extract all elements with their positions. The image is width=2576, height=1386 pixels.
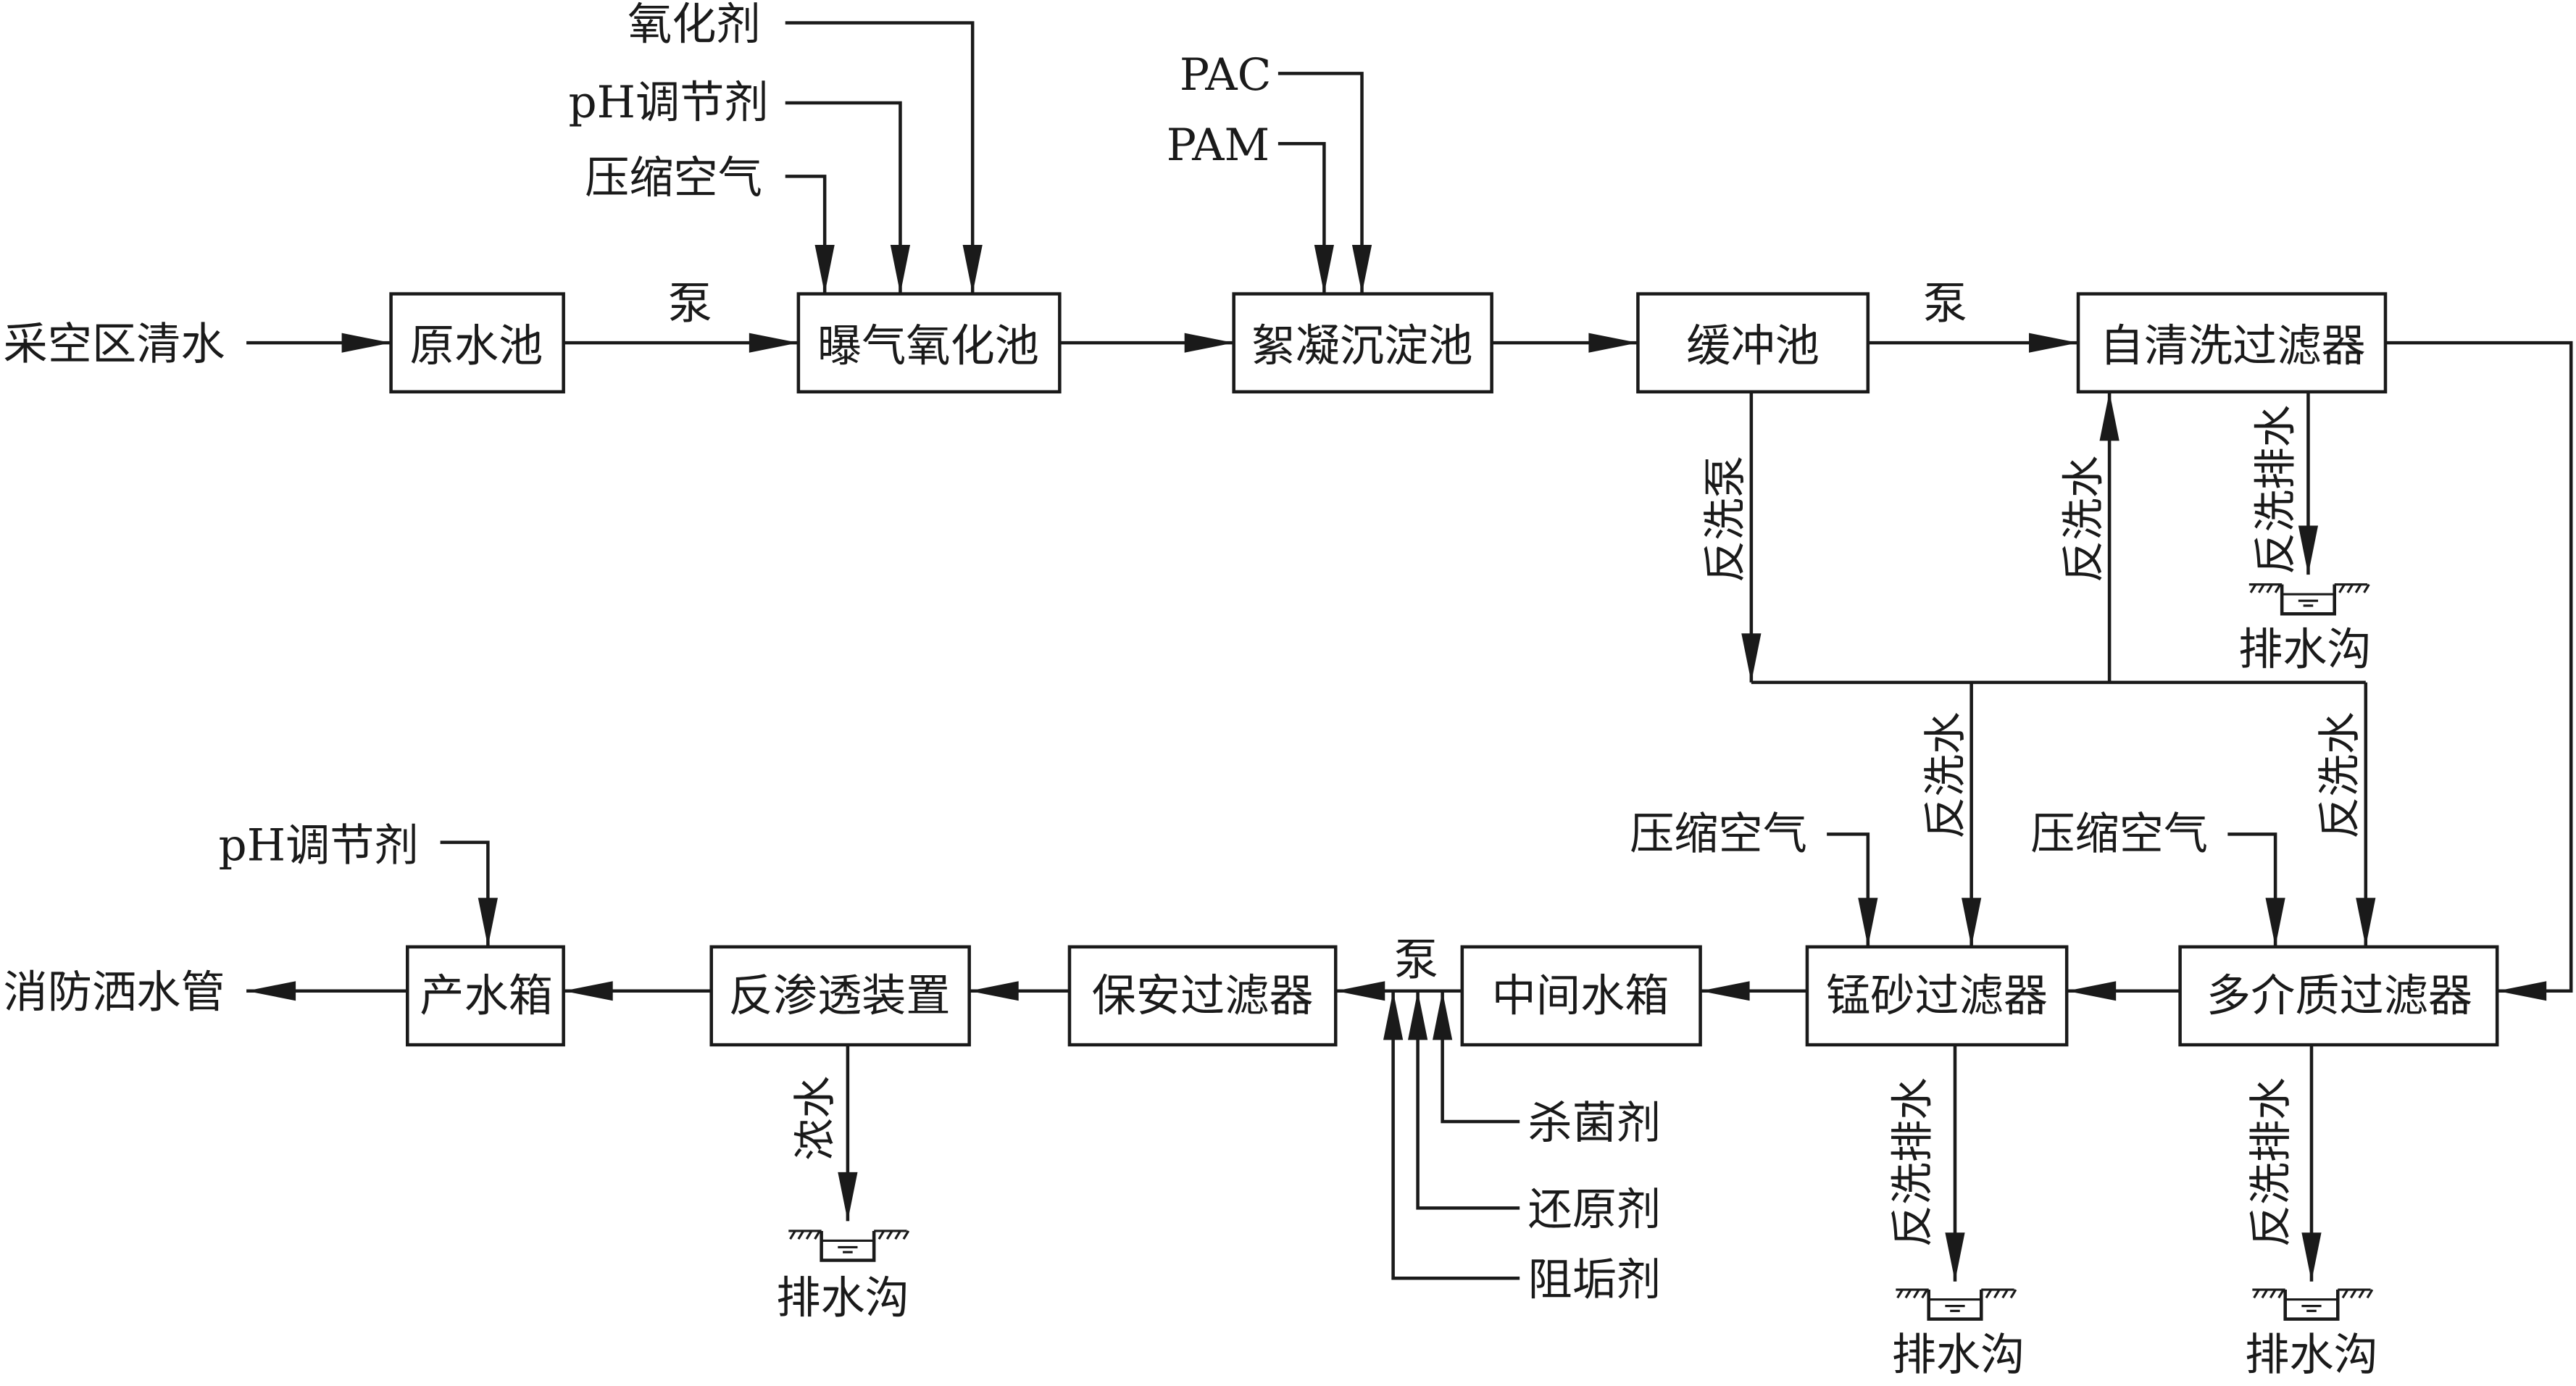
arrow-left-icon	[2497, 981, 2547, 1001]
arrow-left-icon	[246, 981, 296, 1001]
multimedia-filter-label: 多介质过滤器	[2206, 970, 2472, 1022]
buffer-pool-label: 缓冲池	[1686, 320, 1820, 372]
arrow-down-icon	[890, 244, 911, 294]
backwash-drain-label: 反洗排水	[1887, 1077, 1937, 1247]
product-water-tank-box[interactable]	[406, 945, 565, 1047]
arrow-up-icon	[1408, 990, 1428, 1040]
arrow-down-icon	[2298, 525, 2319, 575]
arrow-left-icon	[1335, 981, 1385, 1001]
arrow-right-icon	[1588, 333, 1638, 353]
arrow-down-icon	[2356, 898, 2376, 947]
arrow-left-icon	[1700, 981, 1750, 1001]
drain-ditch-label: 排水沟	[776, 1272, 909, 1324]
arrow-down-icon	[1314, 244, 1334, 294]
compressed-air-label: 压缩空气	[1630, 809, 1807, 860]
source-label: 采空区清水	[4, 319, 225, 370]
raw-pool-label: 原水池	[410, 320, 543, 372]
security-filter-label: 保安过滤器	[1092, 970, 1314, 1022]
arrow-down-icon	[962, 244, 983, 294]
arrow-down-icon	[1962, 898, 1982, 947]
manganese-sand-filter-label: 锰砂过滤器	[1826, 970, 2048, 1022]
drain-ditch-icon	[1896, 1290, 2016, 1319]
aeration-oxidation-pool-label: 曝气氧化池	[817, 320, 1039, 372]
arrow-down-icon	[2265, 898, 2285, 947]
bactericide-label: 杀菌剂	[1528, 1098, 1662, 1149]
arrow-down-icon	[1858, 898, 1878, 947]
backwash-water-label: 反洗水	[2058, 456, 2108, 583]
arrow-right-icon	[749, 333, 799, 353]
arrow-down-icon	[2301, 1232, 2322, 1282]
flocculation-sedimentation-pool-label: 絮凝沉淀池	[1251, 320, 1473, 372]
ro-device-label: 反渗透装置	[729, 970, 951, 1022]
backwash-drain-label: 反洗排水	[2250, 405, 2300, 575]
arrow-up-icon	[1433, 990, 1453, 1040]
compressed-air-label: 压缩空气	[2030, 809, 2208, 860]
arrow-down-icon	[1351, 244, 1372, 294]
arrow-right-icon	[1184, 333, 1234, 353]
backwash-water-label: 反洗水	[1920, 711, 1970, 839]
pump-label: 泵	[1394, 935, 1438, 986]
output-label: 消防洒水管	[4, 967, 225, 1018]
security-filter-box[interactable]	[1067, 945, 1338, 1047]
intermediate-tank-label: 中间水箱	[1492, 970, 1670, 1022]
aeration-oxidation-pool-box[interactable]	[796, 292, 1062, 394]
drain-ditch-icon	[788, 1231, 909, 1261]
arrow-down-icon	[1945, 1232, 1965, 1282]
multimedia-filter-box[interactable]	[2178, 945, 2499, 1047]
concentrate-label: 浓水	[790, 1076, 840, 1161]
drain-ditch-icon	[2249, 585, 2369, 614]
backwash-drain-label: 反洗排水	[2246, 1077, 2296, 1247]
arrow-down-icon	[814, 244, 835, 294]
drain-ditch-label: 排水沟	[2245, 1329, 2378, 1381]
oxidant-label: 氧化剂	[628, 0, 761, 50]
ph-adjuster-label: pH调节剂	[219, 820, 419, 872]
pump-label: 泵	[1923, 278, 1967, 330]
arrow-left-icon	[563, 981, 613, 1001]
drain-ditch-icon	[2252, 1290, 2372, 1319]
arrow-down-icon	[838, 1172, 858, 1222]
compressed-air-label: 压缩空气	[585, 152, 762, 204]
arrow-down-icon	[1741, 633, 1762, 682]
buffer-pool-box[interactable]	[1636, 292, 1870, 394]
backwash-pump-label: 反洗泵	[1700, 456, 1750, 583]
arrow-left-icon	[2067, 981, 2117, 1001]
ph-adjuster-label: pH调节剂	[568, 77, 768, 128]
reductant-label: 还原剂	[1528, 1184, 1662, 1235]
manganese-sand-filter-box[interactable]	[1805, 945, 2069, 1047]
self-cleaning-filter-label: 自清洗过滤器	[2100, 320, 2366, 372]
flocculation-sedimentation-pool-box[interactable]	[1232, 292, 1493, 394]
ro-device-box[interactable]	[709, 945, 971, 1047]
arrow-up-icon	[1383, 990, 1404, 1040]
drain-ditch-label: 排水沟	[1892, 1329, 2025, 1381]
antiscalant-label: 阻垢剂	[1528, 1254, 1662, 1306]
arrow-right-icon	[2029, 333, 2079, 353]
drain-ditch-label: 排水沟	[2238, 624, 2372, 675]
arrow-right-icon	[341, 333, 391, 353]
arrow-down-icon	[478, 898, 498, 947]
product-water-tank-label: 产水箱	[420, 970, 553, 1022]
pac-label: PAC	[1180, 49, 1272, 101]
backwash-water-label: 反洗水	[2314, 711, 2364, 839]
pam-label: PAM	[1167, 120, 1270, 171]
self-cleaning-filter-box[interactable]	[2076, 292, 2388, 394]
intermediate-tank-box[interactable]	[1460, 945, 1702, 1047]
arrow-up-icon	[2099, 391, 2119, 441]
arrow-left-icon	[969, 981, 1019, 1001]
pump-label: 泵	[668, 278, 712, 330]
